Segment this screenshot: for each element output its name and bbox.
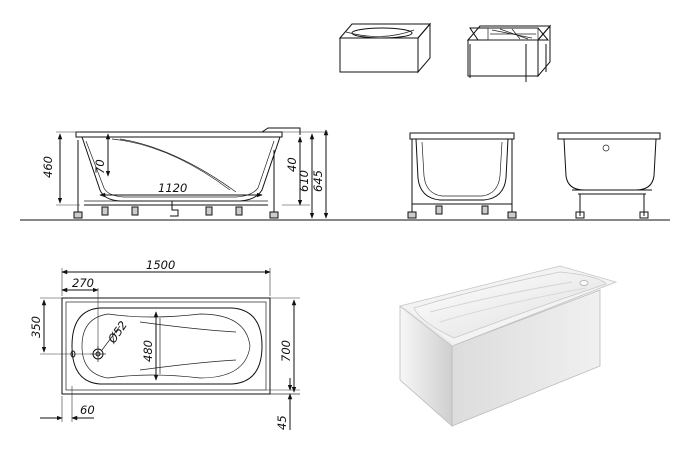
plan-view: 1500 270 350 Ø52 480 700 60 45 [29, 258, 300, 430]
dim-270: 270 [72, 276, 94, 290]
dim-645: 645 [311, 170, 325, 192]
dim-350: 350 [29, 316, 43, 338]
dim-45: 45 [275, 415, 289, 430]
end-elevation-legs-view [557, 132, 661, 219]
isometric-tub-frame-icon [466, 24, 552, 82]
dim-60: 60 [80, 403, 95, 417]
dim-70: 70 [93, 159, 107, 174]
dim-700: 700 [279, 340, 293, 362]
dim-1120: 1120 [158, 181, 187, 195]
dim-460: 460 [41, 156, 55, 178]
dim-480: 480 [141, 340, 155, 362]
isometric-tub-panel-icon [338, 22, 432, 74]
end-elevation-frame-view [407, 132, 517, 219]
dim-40: 40 [285, 157, 299, 172]
bathtub-3d-render [399, 265, 618, 427]
dim-diameter-52: Ø52 [104, 318, 130, 346]
dim-610: 610 [297, 170, 311, 192]
dim-1500: 1500 [146, 258, 175, 272]
side-elevation-view: 460 70 1120 40 610 645 [41, 127, 329, 219]
